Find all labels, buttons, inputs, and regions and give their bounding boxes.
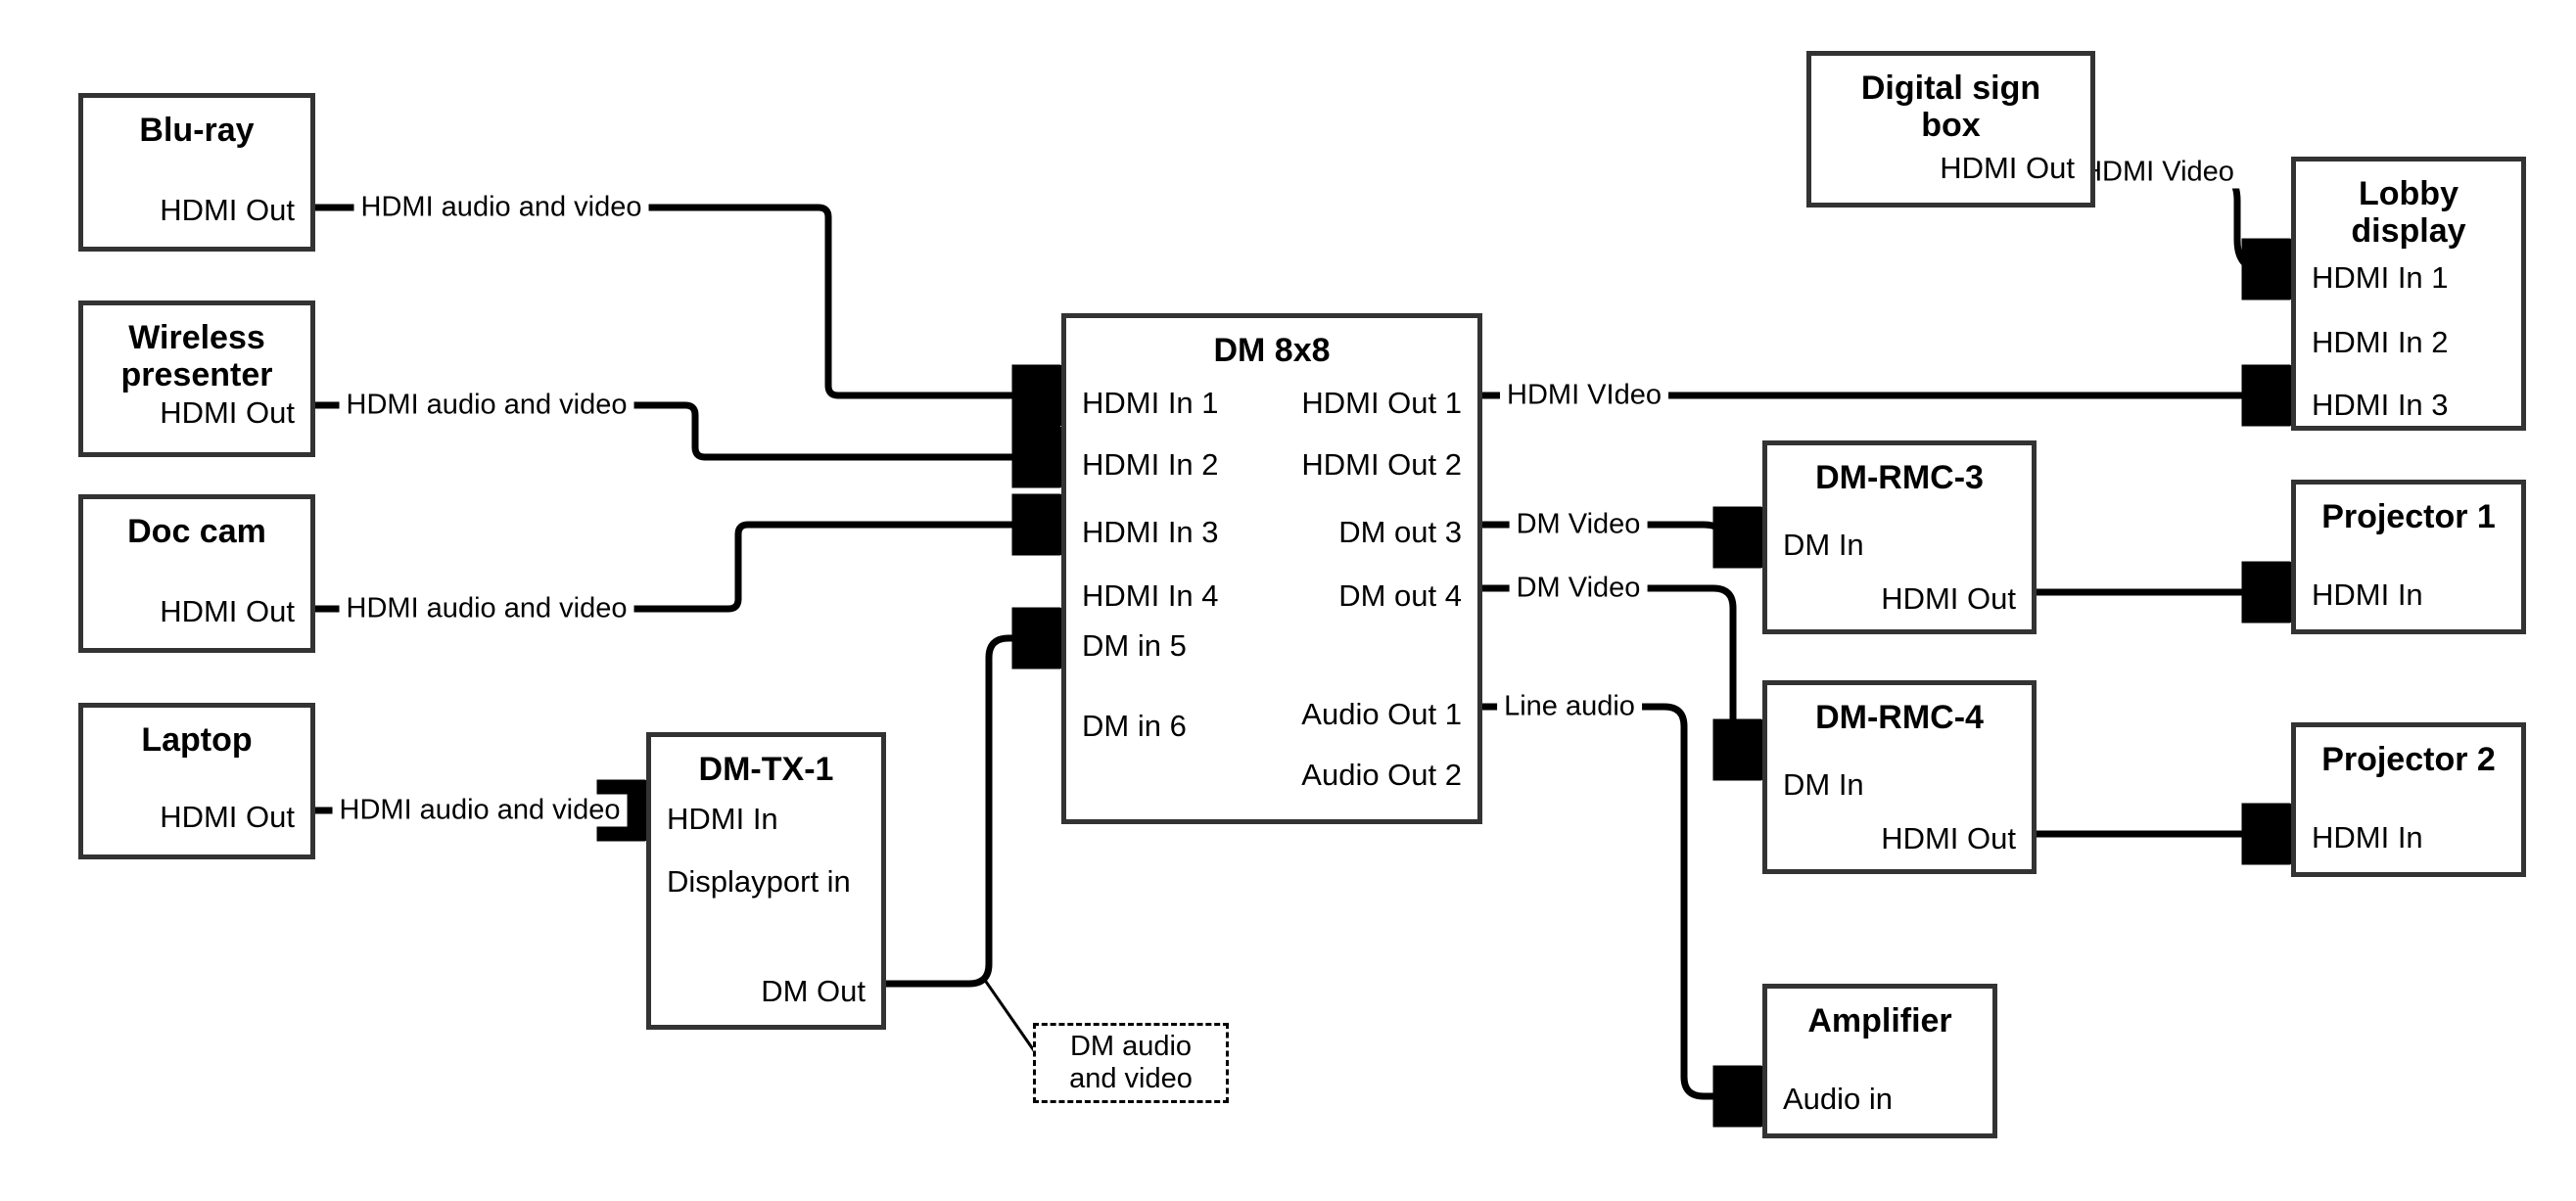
node-dm-8x8-output-dm-out-3[interactable]: DM out 3: [1338, 515, 1462, 549]
edge-label-doccam-to-in3: HDMI audio and video: [339, 592, 634, 625]
edge-label-out4-to-rmc4: DM Video: [1509, 572, 1648, 605]
node-wireless-presenter[interactable]: Wireless presenter HDMI Out: [78, 300, 315, 457]
node-projector-2-title: Projector 2: [2321, 741, 2496, 778]
wire-dm8x8-out4-to-rmc4: [1482, 584, 1762, 750]
edge-label-wireless-to-in2: HDMI audio and video: [339, 389, 634, 422]
callout-note-text: DM audio and video: [1069, 1030, 1193, 1094]
node-dm-rmc-4-title: DM-RMC-4: [1815, 699, 1984, 736]
node-lobby-display[interactable]: Lobby display HDMI In 1 HDMI In 2 HDMI I…: [2291, 157, 2526, 431]
node-dm-rmc-3-port-hdmi-out[interactable]: HDMI Out: [1881, 581, 2016, 616]
edge-label-out3-to-rmc3: DM Video: [1509, 508, 1648, 541]
node-lobby-display-input-hdmi-in-2[interactable]: HDMI In 2: [2312, 325, 2449, 359]
node-dm-rmc-3-port-dm-in[interactable]: DM In: [1783, 528, 1864, 562]
node-dm-rmc-4-port-dm-in[interactable]: DM In: [1783, 767, 1864, 802]
wire-dmtx1-to-dm8x8-in5: [886, 638, 1061, 988]
callout-note-dm-audio-and-video: DM audio and video: [1033, 1023, 1229, 1103]
edge-label-bluray-to-in1: HDMI audio and video: [353, 191, 649, 224]
node-wireless-presenter-title: Wireless presenter: [120, 319, 273, 394]
node-dm-8x8-input-dm-in-6[interactable]: DM in 6: [1082, 709, 1187, 743]
node-dm-8x8[interactable]: DM 8x8 HDMI In 1 HDMI In 2 HDMI In 3 HDM…: [1061, 313, 1482, 824]
node-doc-cam-port-hdmi-out[interactable]: HDMI Out: [160, 594, 295, 628]
edge-label-out1-to-lobby: HDMI VIdeo: [1500, 379, 1668, 412]
node-digital-sign-box-title: Digital sign box: [1860, 69, 2041, 145]
node-dm-8x8-output-audio-out-2[interactable]: Audio Out 2: [1301, 758, 1462, 792]
node-laptop-port-hdmi-out[interactable]: HDMI Out: [160, 800, 295, 834]
edge-label-audio1-to-amp: Line audio: [1497, 690, 1642, 723]
node-dm-tx-1-title: DM-TX-1: [698, 751, 834, 788]
node-dm-8x8-input-hdmi-in-1[interactable]: HDMI In 1: [1082, 386, 1219, 420]
node-doc-cam[interactable]: Doc cam HDMI Out: [78, 494, 315, 653]
node-dm-rmc-4-port-hdmi-out[interactable]: HDMI Out: [1881, 821, 2016, 855]
node-doc-cam-title: Doc cam: [127, 513, 266, 550]
node-bluray[interactable]: Blu-ray HDMI Out: [78, 93, 315, 252]
node-lobby-display-input-hdmi-in-3[interactable]: HDMI In 3: [2312, 388, 2449, 422]
node-digital-sign-box[interactable]: Digital sign box HDMI Out: [1806, 51, 2095, 208]
node-dm-tx-1-port-dm-out[interactable]: DM Out: [761, 974, 866, 1008]
wire-note-leader: [982, 978, 1042, 1060]
node-amplifier-title: Amplifier: [1807, 1002, 1952, 1039]
node-wireless-presenter-port-hdmi-out[interactable]: HDMI Out: [160, 395, 295, 430]
node-bluray-port-hdmi-out[interactable]: HDMI Out: [160, 193, 295, 227]
wire-dm8x8-audio1-to-amplifier: [1482, 703, 1762, 1096]
node-laptop-title: Laptop: [141, 721, 253, 759]
node-dm-rmc-4[interactable]: DM-RMC-4 DM In HDMI Out: [1762, 680, 2037, 874]
node-dm-8x8-input-hdmi-in-3[interactable]: HDMI In 3: [1082, 515, 1219, 549]
edge-label-laptop-to-dmtx1: HDMI audio and video: [332, 794, 628, 827]
wire-bluray-to-dm8x8-in1: [315, 204, 1061, 395]
node-dm-8x8-output-dm-out-4[interactable]: DM out 4: [1338, 578, 1462, 613]
node-dm-8x8-input-hdmi-in-4[interactable]: HDMI In 4: [1082, 578, 1219, 613]
node-laptop[interactable]: Laptop HDMI Out: [78, 703, 315, 859]
node-dm-8x8-output-audio-out-1[interactable]: Audio Out 1: [1301, 697, 1462, 731]
node-dm-8x8-title: DM 8x8: [1213, 332, 1331, 369]
node-dm-8x8-input-hdmi-in-2[interactable]: HDMI In 2: [1082, 447, 1219, 482]
node-dm-tx-1[interactable]: DM-TX-1 HDMI In Displayport in DM Out: [646, 732, 886, 1030]
node-dm-8x8-output-hdmi-out-1[interactable]: HDMI Out 1: [1301, 386, 1462, 420]
node-dm-8x8-output-hdmi-out-2[interactable]: HDMI Out 2: [1301, 447, 1462, 482]
node-projector-2-port-hdmi-in[interactable]: HDMI In: [2312, 820, 2423, 855]
node-dm-rmc-3-title: DM-RMC-3: [1815, 459, 1984, 496]
node-projector-1[interactable]: Projector 1 HDMI In: [2291, 480, 2526, 634]
node-lobby-display-title: Lobby display: [2351, 175, 2466, 251]
node-amplifier-port-audio-in[interactable]: Audio in: [1783, 1082, 1894, 1116]
edge-label-signbox-to-lobby: HDMI Video: [2075, 156, 2241, 189]
node-dm-8x8-input-dm-in-5[interactable]: DM in 5: [1082, 628, 1187, 663]
node-digital-sign-box-port-hdmi-out[interactable]: HDMI Out: [1940, 151, 2075, 185]
node-dm-rmc-3[interactable]: DM-RMC-3 DM In HDMI Out: [1762, 440, 2037, 634]
node-projector-1-title: Projector 1: [2321, 498, 2496, 535]
node-projector-2[interactable]: Projector 2 HDMI In: [2291, 722, 2526, 877]
node-bluray-title: Blu-ray: [139, 112, 255, 149]
node-dm-tx-1-port-displayport-in[interactable]: Displayport in: [667, 864, 851, 899]
node-amplifier[interactable]: Amplifier Audio in: [1762, 984, 1997, 1138]
node-dm-tx-1-port-hdmi-in[interactable]: HDMI In: [667, 802, 778, 836]
node-projector-1-port-hdmi-in[interactable]: HDMI In: [2312, 577, 2423, 612]
node-lobby-display-input-hdmi-in-1[interactable]: HDMI In 1: [2312, 260, 2449, 295]
